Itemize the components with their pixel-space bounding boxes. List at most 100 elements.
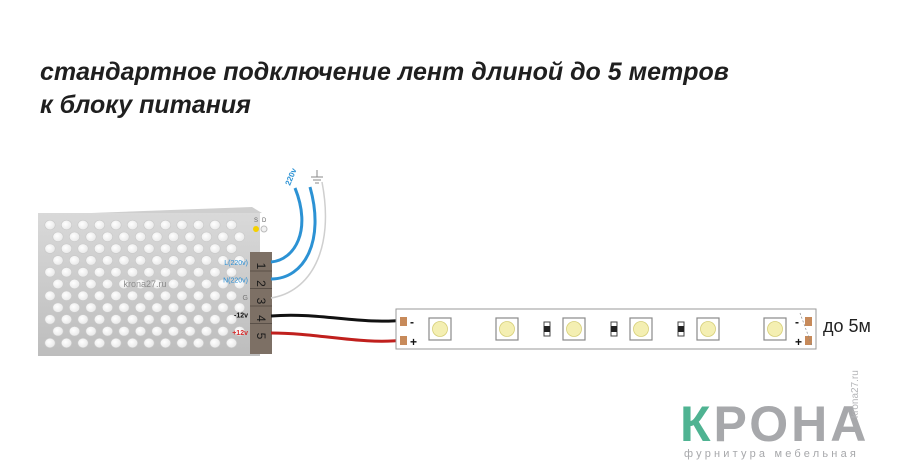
vent-hole xyxy=(193,314,205,325)
vent-hole xyxy=(94,314,106,325)
vent-hole xyxy=(201,231,213,242)
vent-hole xyxy=(160,243,172,254)
strip-pad-right-minus xyxy=(805,317,812,326)
wire-positive xyxy=(270,331,406,343)
vent-hole xyxy=(160,219,172,231)
vent-hole xyxy=(209,337,221,349)
vent-hole xyxy=(226,290,238,301)
vent-hole xyxy=(44,314,56,325)
wire-negative xyxy=(270,313,406,323)
strip-led-emitter xyxy=(499,321,515,337)
strip-body xyxy=(395,308,817,350)
vent-hole xyxy=(234,278,246,290)
vent-hole xyxy=(143,267,155,278)
terminal-number: 2 xyxy=(254,280,268,287)
strip-resistor-body xyxy=(544,326,550,332)
vent-hole xyxy=(201,302,213,313)
vent-hole xyxy=(85,231,97,242)
led-strip: - + - + xyxy=(395,308,817,350)
vent-hole xyxy=(226,267,238,278)
vent-hole xyxy=(160,337,172,349)
power-supply-unit: krona27.ru S D L(220v)N(220v)G-12v+12v 1… xyxy=(38,207,272,356)
vent-hole xyxy=(127,314,139,325)
vent-hole xyxy=(143,290,155,301)
vent-hole xyxy=(77,267,89,278)
terminal-labels: L(220v)N(220v)G-12v+12v xyxy=(223,260,248,337)
vent-hole xyxy=(85,278,97,290)
vent-hole xyxy=(85,326,97,337)
vent-hole xyxy=(60,314,72,325)
strip-resistor-body xyxy=(678,326,684,332)
vent-hole xyxy=(143,219,155,231)
strip-length-label: до 5м xyxy=(823,316,871,336)
strip-resistors xyxy=(543,321,685,337)
logo-subtitle: фурнитура мебельная xyxy=(684,448,860,460)
terminal-label: -12v xyxy=(234,313,248,320)
strip-pad-left-minus xyxy=(400,317,407,326)
vent-hole xyxy=(77,337,89,349)
vent-hole xyxy=(44,337,56,349)
vent-hole xyxy=(193,267,205,278)
vent-hole xyxy=(184,255,196,266)
vent-hole xyxy=(176,290,188,301)
vent-hole xyxy=(85,302,97,313)
vent-hole xyxy=(118,302,130,313)
vent-hole xyxy=(176,314,188,325)
vent-hole xyxy=(226,337,238,349)
vent-hole xyxy=(176,243,188,254)
logo-letters: РОНА xyxy=(713,396,870,452)
title-line-1: стандартное подключение лент длиной до 5… xyxy=(40,58,729,86)
terminal-number: 5 xyxy=(254,333,268,340)
vent-hole xyxy=(234,255,246,266)
vent-hole xyxy=(127,337,139,349)
strip-led-emitter xyxy=(767,321,783,337)
vent-hole xyxy=(94,337,106,349)
vent-hole xyxy=(118,255,130,266)
vent-hole xyxy=(143,337,155,349)
vent-hole xyxy=(102,255,114,266)
vent-hole xyxy=(44,290,56,301)
vent-hole xyxy=(209,314,221,325)
strip-led-emitter xyxy=(633,321,649,337)
wire-neutral xyxy=(270,186,317,281)
psu-led-label-d: D xyxy=(262,218,267,224)
vent-hole xyxy=(184,302,196,313)
vent-hole xyxy=(193,337,205,349)
vent-hole xyxy=(127,219,139,231)
diagram-title: стандартное подключение лент длиной до 5… xyxy=(40,56,860,122)
vent-hole xyxy=(143,314,155,325)
mains-wires: 220v xyxy=(270,166,327,299)
vent-hole xyxy=(60,219,72,231)
psu-led-label-s: S xyxy=(254,218,258,224)
psu-status-led-white xyxy=(260,225,268,233)
vent-hole xyxy=(85,255,97,266)
terminal-label: G xyxy=(243,295,248,302)
strip-cut-line xyxy=(799,312,813,347)
strip-resistor-body xyxy=(611,326,617,332)
vent-hole xyxy=(201,255,213,266)
vent-hole xyxy=(52,278,64,290)
vent-hole xyxy=(217,302,229,313)
vent-hole xyxy=(226,219,238,231)
vent-hole xyxy=(102,231,114,242)
vent-hole xyxy=(127,243,139,254)
strip-led-emitter xyxy=(700,321,716,337)
vent-hole xyxy=(201,326,213,337)
vent-hole xyxy=(127,267,139,278)
vent-hole xyxy=(52,231,64,242)
vent-hole xyxy=(201,278,213,290)
vent-hole xyxy=(135,231,147,242)
strip-right-plus-label: + xyxy=(795,335,802,349)
vent-hole xyxy=(151,255,163,266)
strip-led-emitter xyxy=(566,321,582,337)
vent-hole xyxy=(69,326,81,337)
vent-hole xyxy=(44,219,56,231)
vent-hole xyxy=(184,326,196,337)
vent-hole xyxy=(176,267,188,278)
terminal-number: 1 xyxy=(254,263,268,270)
logo-letter-k: К xyxy=(680,396,714,452)
vent-hole xyxy=(151,278,163,290)
vent-hole xyxy=(135,255,147,266)
